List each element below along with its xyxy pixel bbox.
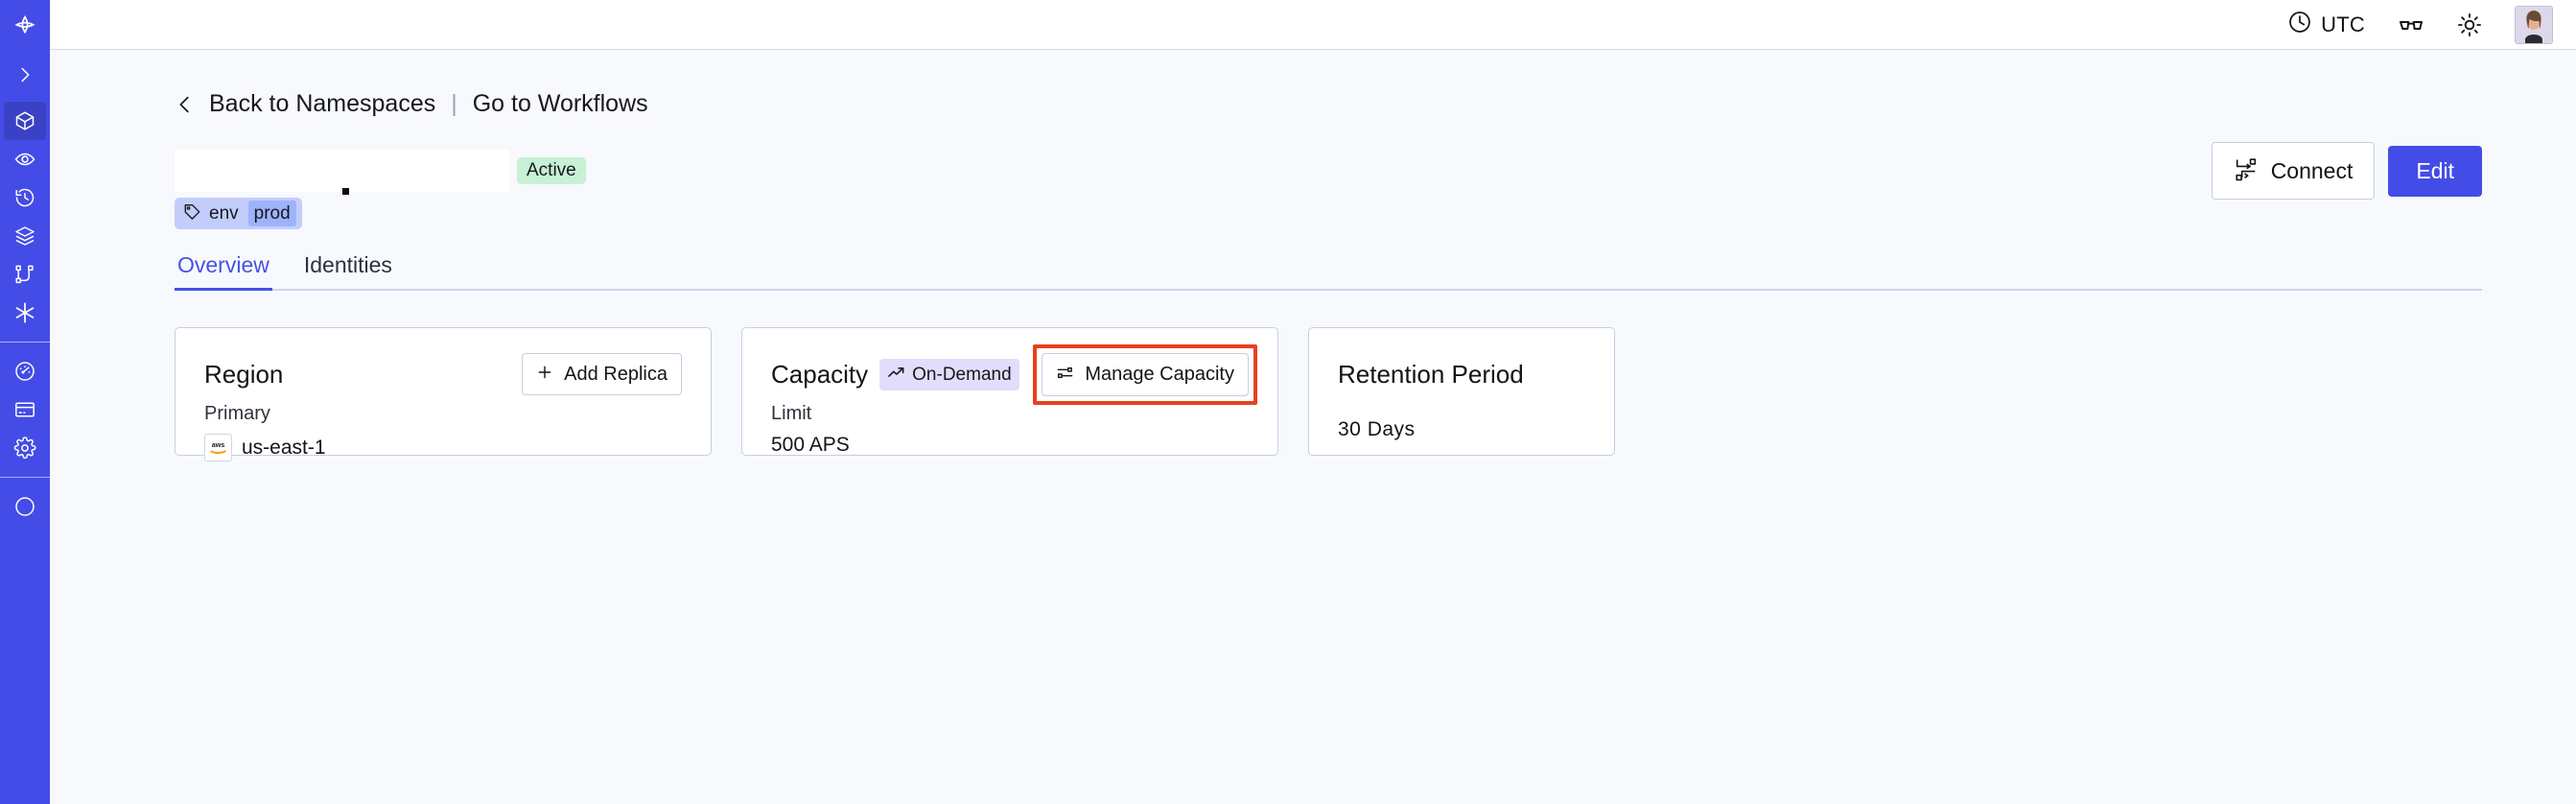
- sidebar-expand-toggle[interactable]: [4, 56, 46, 94]
- capacity-card: Capacity On-Demand: [741, 327, 1278, 456]
- glasses-icon[interactable]: [2398, 12, 2424, 38]
- asterisk-icon: [12, 300, 37, 325]
- breadcrumb-workflows-link[interactable]: Go to Workflows: [472, 90, 648, 117]
- primary-sidebar: [0, 0, 50, 804]
- eye-icon: [13, 148, 36, 171]
- sun-icon[interactable]: [2457, 12, 2482, 37]
- sidebar-item-workflows[interactable]: [4, 255, 46, 294]
- connect-button[interactable]: Connect: [2211, 142, 2376, 200]
- top-bar: UTC: [50, 0, 2576, 50]
- region-card: Region Add Replica Primary: [175, 327, 712, 461]
- help-circle-icon: [13, 495, 36, 518]
- sliders-icon: [1056, 364, 1074, 386]
- tag-value: prod: [247, 200, 296, 226]
- git-branch-icon: [13, 263, 36, 286]
- namespace-header: Active Connect: [175, 142, 2482, 200]
- temporal-logo-icon: [12, 14, 37, 39]
- capacity-card-title: Capacity: [771, 359, 869, 389]
- on-demand-badge: On-Demand: [879, 358, 1019, 390]
- connect-icon: [2234, 156, 2259, 185]
- overview-cards: Region Add Replica Primary: [175, 327, 2482, 461]
- sidebar-item-settings[interactable]: [4, 429, 46, 467]
- aws-logo-icon: aws: [204, 434, 232, 461]
- sidebar-item-namespaces[interactable]: [4, 102, 46, 140]
- header-actions: Connect Edit: [2211, 142, 2482, 200]
- clock-icon: [2287, 10, 2312, 39]
- region-primary-label: Primary: [204, 403, 270, 424]
- region-value-row: aws us-east-1: [204, 434, 682, 461]
- timezone-label: UTC: [2321, 12, 2365, 36]
- cube-icon: [13, 109, 36, 132]
- region-value: us-east-1: [242, 436, 326, 459]
- manage-capacity-label: Manage Capacity: [1085, 364, 1234, 385]
- tag-row: env prod: [175, 197, 2482, 229]
- capacity-card-header: Capacity On-Demand: [771, 343, 1257, 405]
- retention-value: 30 Days: [1338, 418, 1416, 440]
- capacity-value: 500 APS: [771, 434, 850, 456]
- sidebar-item-usage[interactable]: [4, 352, 46, 390]
- gauge-icon: [13, 360, 36, 383]
- sidebar-item-help[interactable]: [4, 487, 46, 526]
- manage-capacity-highlight: Manage Capacity: [1033, 343, 1257, 405]
- sidebar-item-layers[interactable]: [4, 217, 46, 255]
- sidebar-item-integrations[interactable]: [4, 294, 46, 332]
- content-area: Back to Namespaces | Go to Workflows Act…: [50, 50, 2576, 804]
- chevron-right-icon: [14, 64, 35, 85]
- credit-card-icon: [13, 398, 36, 421]
- sidebar-item-schedules[interactable]: [4, 178, 46, 217]
- main-area: UTC: [50, 0, 2576, 804]
- connect-button-label: Connect: [2270, 157, 2354, 183]
- breadcrumb-back-link[interactable]: Back to Namespaces: [209, 90, 436, 117]
- tag-icon: [183, 202, 201, 225]
- namespace-tag[interactable]: env prod: [175, 197, 302, 229]
- region-card-header: Region Add Replica: [204, 353, 682, 395]
- edit-button-label: Edit: [2416, 157, 2454, 183]
- edit-button[interactable]: Edit: [2388, 145, 2482, 197]
- retention-card-header: Retention Period: [1338, 355, 1585, 393]
- sidebar-item-billing[interactable]: [4, 390, 46, 429]
- tab-overview[interactable]: Overview: [175, 252, 272, 291]
- chevron-left-icon[interactable]: [175, 91, 196, 118]
- capacity-limit-label: Limit: [771, 403, 812, 424]
- sidebar-logo[interactable]: [4, 4, 46, 50]
- plus-icon: [536, 364, 553, 385]
- sidebar-divider-2: [0, 477, 50, 478]
- retention-card: Retention Period 30 Days: [1308, 327, 1615, 456]
- tag-key: env: [209, 202, 239, 224]
- tab-identities[interactable]: Identities: [301, 252, 395, 289]
- add-replica-label: Add Replica: [564, 364, 667, 385]
- avatar[interactable]: [2515, 5, 2553, 44]
- on-demand-label: On-Demand: [912, 364, 1012, 385]
- sidebar-divider-1: [0, 342, 50, 343]
- page-title: [175, 150, 509, 192]
- region-card-title: Region: [204, 359, 284, 389]
- status-badge: Active: [517, 157, 586, 184]
- breadcrumb-separator: |: [451, 90, 457, 117]
- add-replica-button[interactable]: Add Replica: [522, 353, 682, 395]
- tab-bar: Overview Identities: [175, 252, 2482, 291]
- retention-card-title: Retention Period: [1338, 359, 1524, 389]
- breadcrumb: Back to Namespaces | Go to Workflows: [175, 90, 2482, 118]
- timezone-selector[interactable]: UTC: [2287, 10, 2365, 39]
- trending-up-icon: [887, 364, 905, 386]
- svg-text:aws: aws: [212, 441, 225, 449]
- manage-capacity-button[interactable]: Manage Capacity: [1042, 352, 1249, 396]
- layers-icon: [13, 225, 36, 248]
- clock-rewind-icon: [13, 186, 36, 209]
- sidebar-item-observability[interactable]: [4, 140, 46, 178]
- gear-icon: [13, 437, 36, 460]
